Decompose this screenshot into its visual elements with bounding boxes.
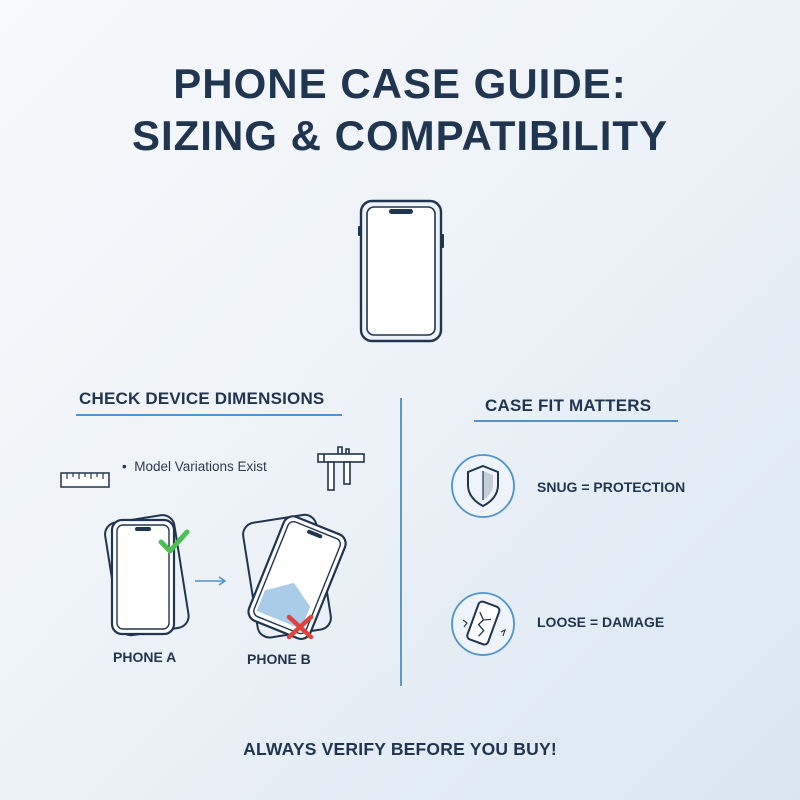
checkmark-icon [158, 529, 190, 554]
phone-b-label: PHONE B [247, 651, 311, 667]
check-dimensions-heading: CHECK DEVICE DIMENSIONS [79, 389, 325, 408]
bullet-dot: • [122, 459, 135, 474]
left-heading-underline [76, 414, 342, 416]
title-line-1: PHONE CASE GUIDE: [173, 60, 627, 107]
snug-protection-label: SNUG = PROTECTION [537, 479, 686, 495]
caliper-icon [317, 446, 365, 491]
right-heading-underline [474, 420, 678, 422]
page-title: PHONE CASE GUIDE: SIZING & COMPATIBILITY [0, 58, 800, 162]
cross-icon [286, 614, 314, 640]
cracked-phone-icon [451, 592, 515, 656]
case-fit-heading: CASE FIT MATTERS [485, 396, 652, 415]
section-divider [400, 398, 402, 686]
smartphone-icon [358, 199, 444, 343]
loose-damage-label: LOOSE = DAMAGE [537, 614, 665, 630]
bullet-text: Model Variations Exist [134, 459, 267, 474]
phone-a-label: PHONE A [113, 649, 177, 665]
shield-icon [451, 454, 515, 518]
title-line-2: SIZING & COMPATIBILITY [131, 112, 669, 159]
arrow-icon [195, 576, 227, 586]
ruler-icon [60, 472, 110, 488]
footer-callout: ALWAYS VERIFY BEFORE YOU BUY! [243, 739, 557, 759]
phone-a-illustration [104, 514, 190, 637]
bullet-model-variations: • Model Variations Exist [122, 459, 267, 474]
